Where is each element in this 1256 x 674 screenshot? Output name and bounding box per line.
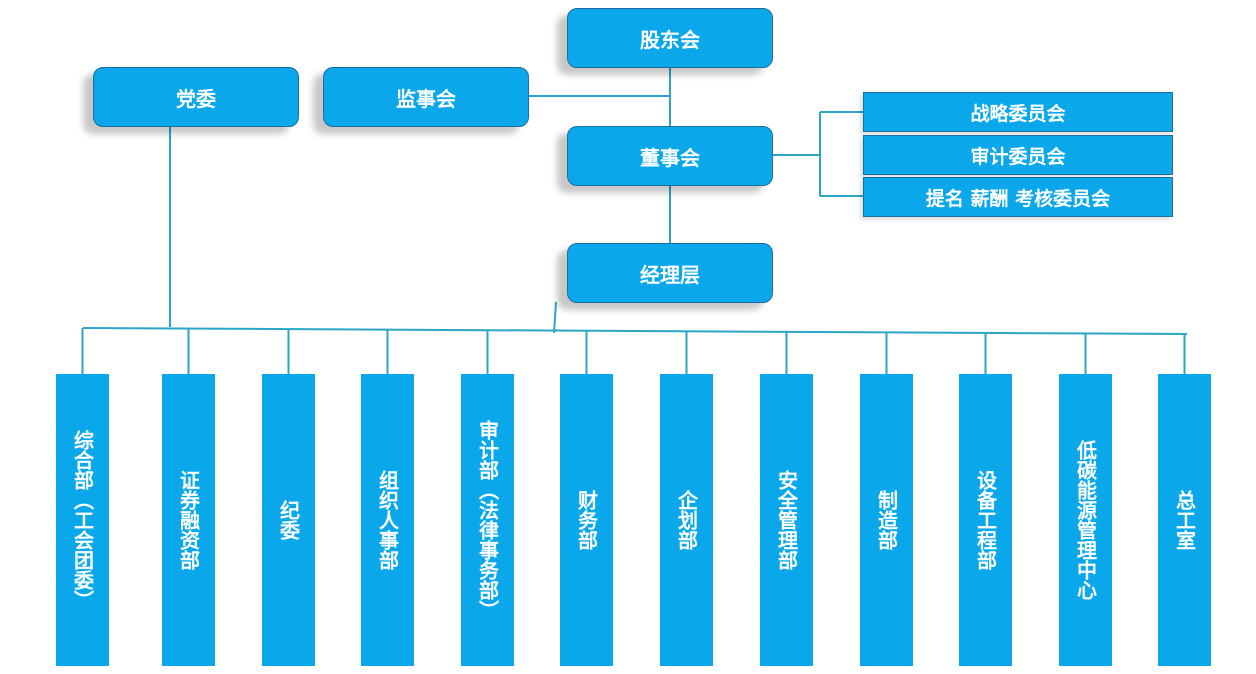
strategy-committee-box: 战略委员会 [863,92,1173,132]
line-department-bus [82,327,1188,335]
department-box: 总工室 [1158,374,1211,666]
department-box: 综合部（工会团委） [56,374,109,666]
department-box: 财务部 [560,374,613,666]
department-box: 企划部 [660,374,713,666]
audit-committee-box: 审计委员会 [863,135,1173,175]
department-box: 纪委 [262,374,315,666]
department-box: 低碳能源管理中心 [1059,374,1112,666]
shareholders-box: 股东会 [567,8,773,68]
department-box: 证券融资部 [162,374,215,666]
department-box: 设备工程部 [959,374,1012,666]
supervisors-box: 监事会 [323,67,529,127]
line-management-bus [553,301,557,334]
department-box: 审计部（法律事务部） [461,374,514,666]
party-committee-box: 党委 [93,67,299,127]
department-box: 制造部 [860,374,913,666]
management-box: 经理层 [567,243,773,303]
department-box: 安全管理部 [760,374,813,666]
board-box: 董事会 [567,126,773,186]
department-box: 组织人事部 [361,374,414,666]
nomination-committee-box: 提名 薪酬 考核委员会 [863,177,1173,217]
